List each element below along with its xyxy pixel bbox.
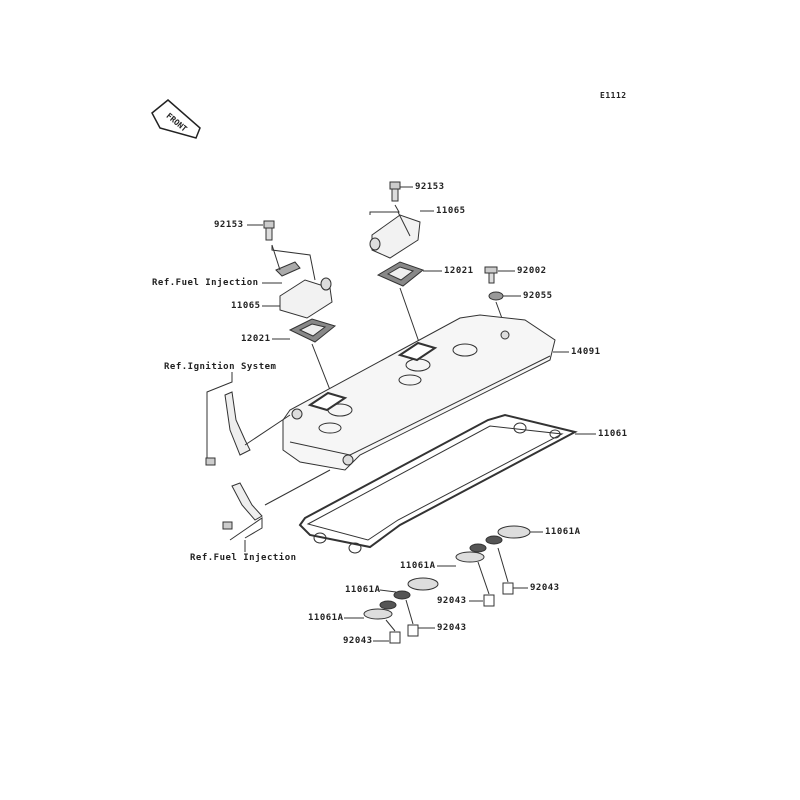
cap-11065-right bbox=[369, 204, 434, 259]
part-label-11065: 11065 bbox=[231, 301, 261, 311]
bolt-92002 bbox=[484, 266, 515, 284]
ref-fuel-injection-top: Ref.Fuel Injection bbox=[152, 278, 259, 288]
part-label-12021: 12021 bbox=[241, 334, 271, 344]
ref-fuel-injection-bottom: Ref.Fuel Injection bbox=[190, 553, 297, 563]
plate-12021-left bbox=[272, 318, 337, 396]
cylinder-head-cover-14091 bbox=[282, 314, 569, 471]
part-label-92043: 92043 bbox=[437, 623, 467, 633]
part-label-92055: 92055 bbox=[523, 291, 553, 301]
bolt-92153-top bbox=[389, 181, 413, 202]
part-label-92153: 92153 bbox=[415, 182, 445, 192]
ignition-bracket bbox=[205, 372, 291, 466]
part-label-11061a: 11061A bbox=[545, 527, 581, 537]
gasket-11061 bbox=[298, 413, 596, 554]
bolt-92153-left bbox=[247, 220, 275, 241]
part-label-92043: 92043 bbox=[343, 636, 373, 646]
part-label-92002: 92002 bbox=[517, 266, 547, 276]
part-label-11061a: 11061A bbox=[308, 613, 344, 623]
fuel-injection-bracket bbox=[222, 469, 331, 552]
ref-ignition-system: Ref.Ignition System bbox=[164, 362, 277, 372]
part-label-12021: 12021 bbox=[444, 266, 474, 276]
front-arrow-icon: FRONT bbox=[151, 99, 201, 139]
part-label-92153: 92153 bbox=[214, 220, 244, 230]
bushings bbox=[373, 547, 528, 644]
part-label-11061a: 11061A bbox=[345, 585, 381, 595]
diagram-code: E1112 bbox=[600, 91, 627, 100]
part-label-92043: 92043 bbox=[530, 583, 560, 593]
part-label-11061: 11061 bbox=[598, 429, 628, 439]
plate-12021-right bbox=[376, 261, 442, 346]
part-label-11061a: 11061A bbox=[400, 561, 436, 571]
part-label-11065: 11065 bbox=[436, 206, 466, 216]
plug-gaskets bbox=[344, 525, 543, 620]
part-label-92043: 92043 bbox=[437, 596, 467, 606]
cap-11065-left bbox=[262, 244, 333, 319]
part-label-14091: 14091 bbox=[571, 347, 601, 357]
